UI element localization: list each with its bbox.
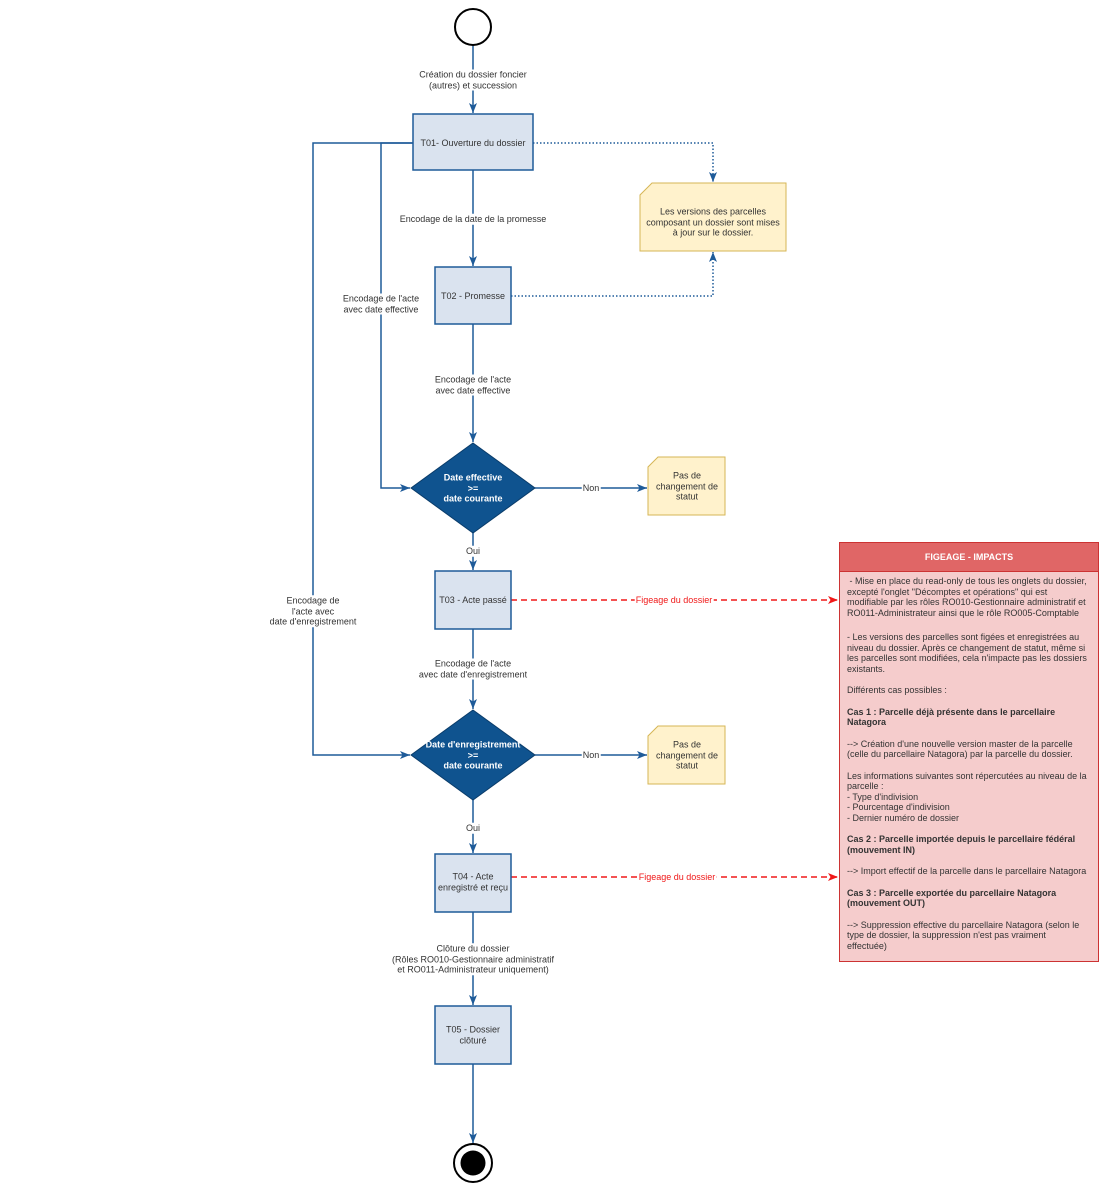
impacts-panel-title: FIGEAGE - IMPACTS <box>840 543 1098 572</box>
impacts-panel-body: - Mise en place du read-only de tous les… <box>840 572 1098 951</box>
task-t01-box <box>412 113 534 171</box>
task-t04-box <box>434 853 512 913</box>
task-t04-label: T04 - Acte enregistré et reçu <box>437 871 509 893</box>
label-t01-to-d1: Encodage de l'acte avec date effective <box>341 293 421 315</box>
impacts-paragraph: - Mise en place du read-only de tous les… <box>847 576 1087 618</box>
label-d1-yes: Oui <box>464 545 482 557</box>
decision-d1-label: Date effective >= date courante <box>443 472 503 504</box>
impacts-paragraph: --> Suppression effective du parcellaire… <box>847 919 1080 951</box>
impacts-paragraph: Les informations suivantes sont répercut… <box>847 770 1087 823</box>
edge-t02-to-versions-note <box>511 252 717 297</box>
edge-t01-to-d2 <box>312 142 413 759</box>
edge-t01-to-d1 <box>380 142 413 492</box>
impacts-paragraph: --> Import effectif de la parcelle dans … <box>847 866 1087 876</box>
decision-d2-diamond <box>410 709 536 801</box>
note-d1-no-change-text: Pas de changement de statut <box>655 470 719 502</box>
label-d1-no: Non <box>581 482 601 494</box>
task-t02-box <box>434 266 512 325</box>
task-t03-label: T03 - Acte passé <box>439 594 507 605</box>
task-t05-box <box>434 1005 512 1065</box>
impacts-paragraph: - Les versions des parcelles sont figées… <box>847 632 1087 674</box>
decision-d2-label: Date d'enregistrement >= date courante <box>425 739 521 771</box>
impacts-panel: FIGEAGE - IMPACTS - Mise en place du rea… <box>839 542 1099 962</box>
label-t04-to-t05: Clôture du dossier (Rôles RO010-Gestionn… <box>390 943 556 975</box>
impacts-paragraph: Différents cas possibles : <box>847 685 947 695</box>
impacts-case-heading: Cas 2 : Parcelle importée depuis le parc… <box>847 834 1076 855</box>
impacts-case-heading: Cas 1 : Parcelle déjà présente dans le p… <box>847 706 1056 728</box>
label-t02-to-d1: Encodage de l'acte avec date effective <box>433 374 513 396</box>
label-t03-freeze: Figeage du dossier <box>634 594 714 606</box>
start-node <box>454 8 492 46</box>
note-d2-no-change-text: Pas de changement de statut <box>655 739 719 771</box>
note-d1-no-change <box>647 456 726 516</box>
note-versions-update <box>639 182 787 252</box>
impacts-paragraph: --> Création d'une nouvelle version mast… <box>847 738 1073 760</box>
task-t03-box <box>434 570 512 630</box>
label-t01-to-t02: Encodage de la date de la promesse <box>398 213 548 225</box>
edge-t01-to-versions-note <box>533 142 717 182</box>
label-t04-freeze: Figeage du dossier <box>637 871 717 883</box>
note-d2-no-change <box>647 725 726 785</box>
label-d2-no: Non <box>581 749 601 761</box>
label-start-to-t01: Création du dossier foncier (autres) et … <box>418 69 528 91</box>
note-versions-update-text: Les versions des parcelles composant un … <box>646 206 780 238</box>
label-t03-to-d2: Encodage de l'acte avec date d'enregistr… <box>417 658 529 680</box>
task-t05-label: T05 - Dossier clôturé <box>445 1024 501 1046</box>
impacts-case-heading: Cas 3 : Parcelle exportée du parcellaire… <box>847 887 1057 909</box>
decision-d1-diamond <box>410 442 536 534</box>
label-d2-yes: Oui <box>464 822 482 834</box>
task-t01-label: T01- Ouverture du dossier <box>420 137 526 148</box>
end-node-core <box>460 1150 486 1176</box>
task-t02-label: T02 - Promesse <box>440 290 506 301</box>
label-t01-to-d2: Encodage de l'acte avec date d'enregistr… <box>268 595 358 627</box>
